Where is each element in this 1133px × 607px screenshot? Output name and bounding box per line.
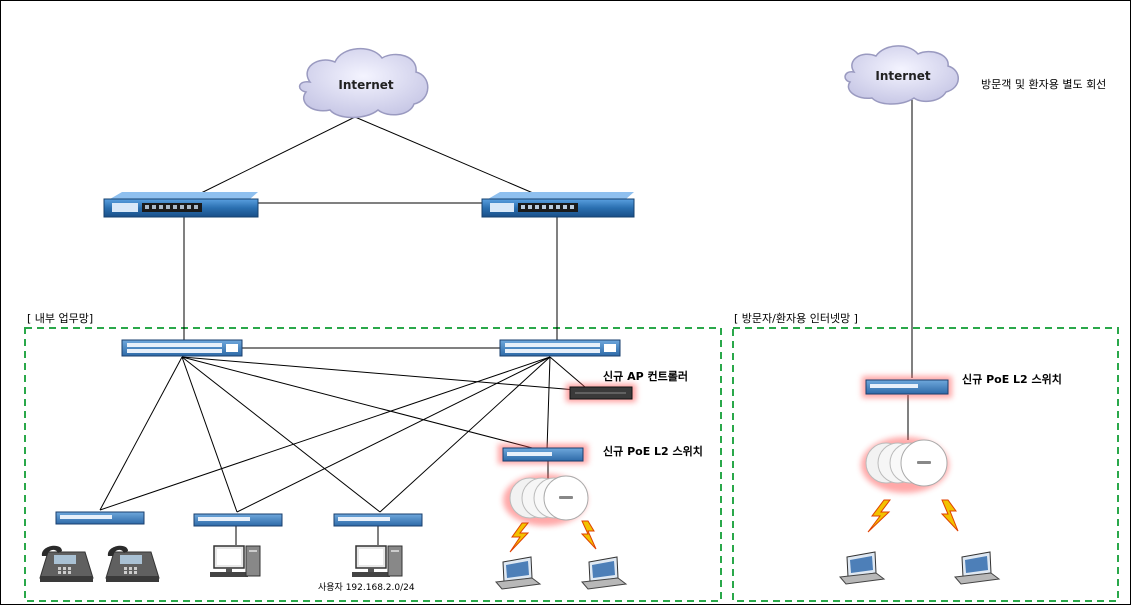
internal-zone-border	[24, 327, 722, 602]
internet-cloud-main: Internet	[298, 47, 429, 119]
ap-controller	[566, 384, 636, 402]
poe-switch-internal	[498, 444, 588, 464]
cloud-label-guest: Internet	[875, 69, 930, 83]
access-points-internal	[503, 474, 589, 526]
laptop-icon	[581, 556, 628, 590]
firewall-right	[481, 192, 635, 218]
lightning-bolt-icon	[509, 499, 959, 553]
poe-switch-guest-label: 신규 PoE L2 스위치	[962, 373, 1062, 386]
firewall-left	[103, 192, 259, 218]
guest-zone-border	[732, 327, 1119, 602]
core-switch-left	[121, 339, 243, 357]
access-switch-3	[333, 513, 423, 527]
guest-zone-label: [ 방문자/환자용 인터넷망 ]	[734, 312, 858, 325]
poe-switch-guest	[862, 376, 952, 398]
ip-phone-icon	[105, 545, 160, 582]
user-subnet-label: 사용자 192.168.2.0/24	[318, 583, 415, 593]
core-switch-right	[499, 339, 621, 357]
laptop-icon	[839, 551, 886, 585]
desktop-pc-icon	[210, 545, 261, 577]
ip-phone-icon	[39, 545, 94, 582]
poe-switch-internal-label: 신규 PoE L2 스위치	[603, 445, 703, 458]
internet-cloud-guest: Internet	[844, 45, 959, 105]
links	[99, 97, 913, 545]
access-switch-2	[193, 513, 283, 527]
ap-controller-label: 신규 AP 컨트롤러	[603, 370, 688, 383]
internal-zone-label: [ 내부 업무망]	[27, 312, 94, 325]
laptop-icon	[495, 556, 542, 590]
access-switch-1	[55, 511, 145, 525]
cloud-label-main: Internet	[338, 78, 393, 92]
laptop-icon	[954, 551, 1001, 585]
access-points-guest	[861, 437, 949, 493]
guest-line-label: 방문객 및 환자용 별도 회선	[981, 78, 1107, 91]
desktop-pc-icon	[352, 545, 403, 577]
